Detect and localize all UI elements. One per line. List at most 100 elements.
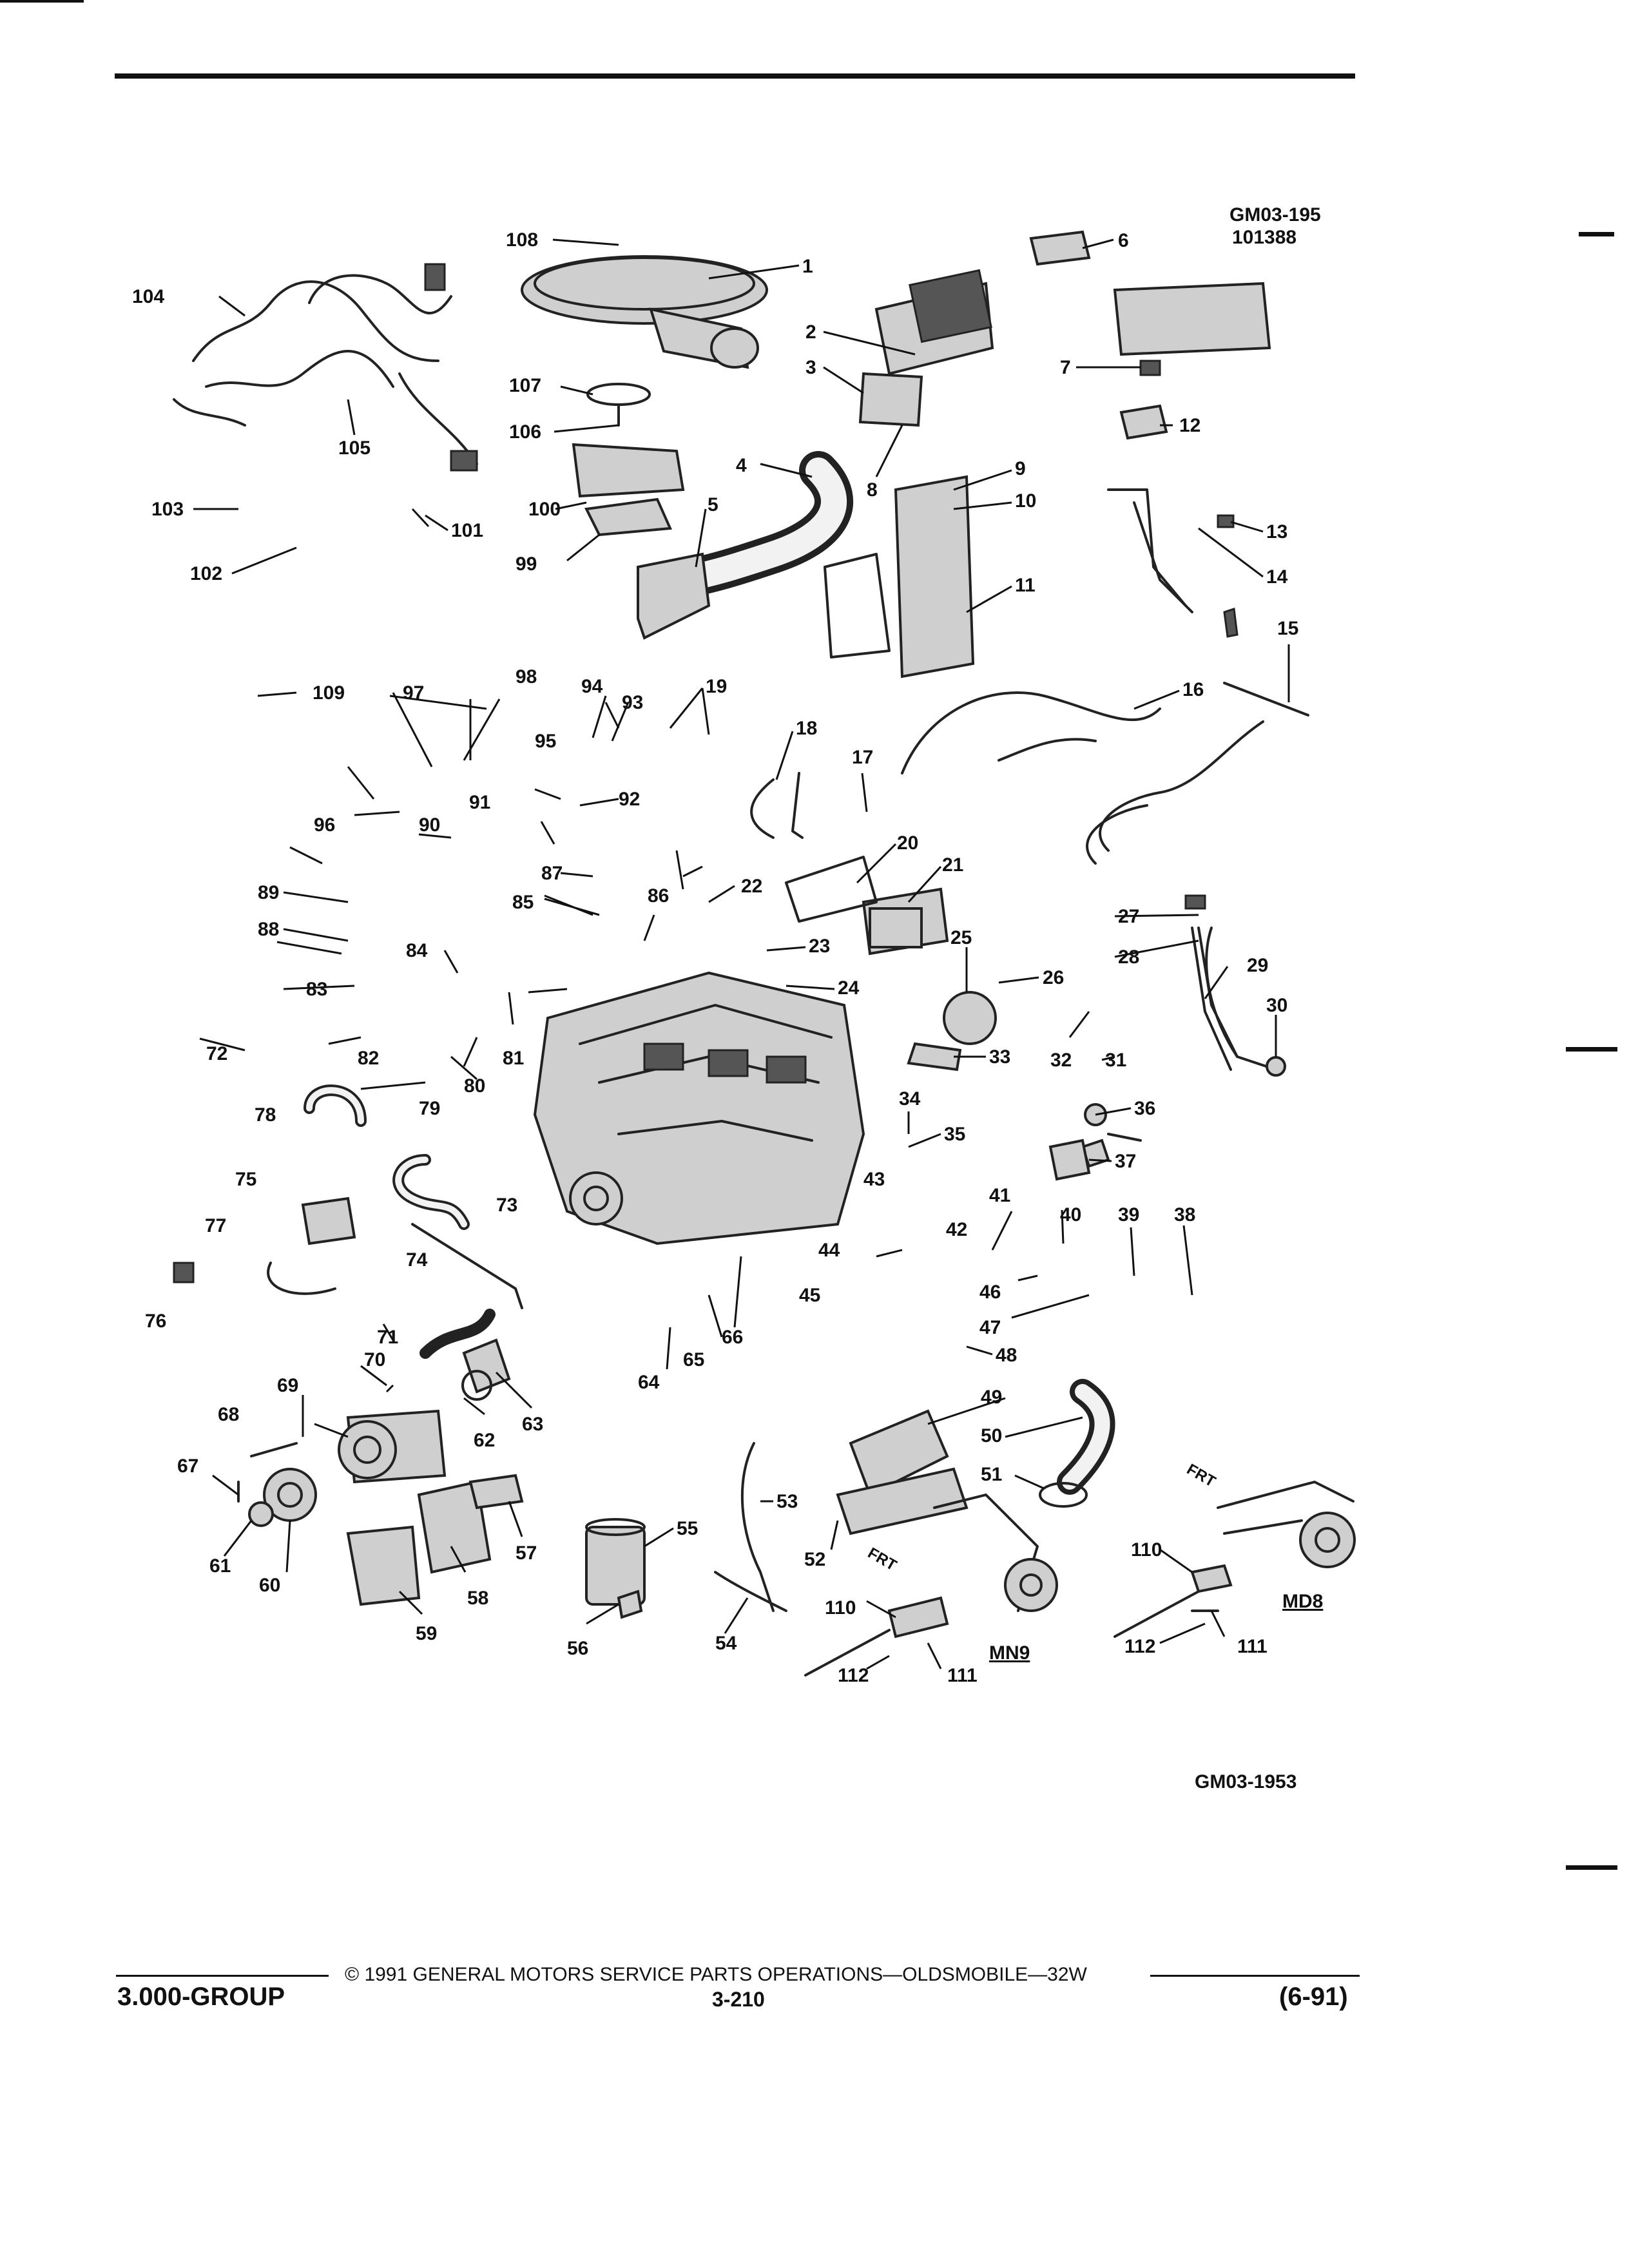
callout-108: 108 [506, 229, 538, 251]
callout-31: 31 [1105, 1050, 1126, 1071]
callout-30: 30 [1266, 995, 1287, 1016]
callout-32: 32 [1050, 1050, 1072, 1071]
callout-97: 97 [403, 682, 424, 704]
callout-98: 98 [516, 666, 537, 687]
callout-7: 7 [1060, 357, 1071, 378]
callout-79: 79 [419, 1098, 440, 1119]
callout-77: 77 [205, 1215, 226, 1236]
callout-112-mn9: 112 [838, 1665, 869, 1686]
callout-16: 16 [1182, 679, 1204, 700]
callout-72: 72 [206, 1043, 227, 1064]
wiring-harness [173, 263, 478, 472]
callout-101: 101 [451, 520, 483, 541]
callout-34: 34 [899, 1088, 921, 1110]
callout-45: 45 [799, 1285, 820, 1306]
variant-mn9-label: MN9 [989, 1642, 1030, 1664]
callout-38: 38 [1174, 1204, 1195, 1225]
callout-33: 33 [989, 1046, 1010, 1068]
callout-91: 91 [469, 792, 490, 813]
callout-112-md8: 112 [1124, 1636, 1155, 1657]
callout-81: 81 [503, 1048, 524, 1069]
pulley-and-bracket-group [237, 1442, 524, 1606]
callout-105: 105 [338, 437, 371, 459]
callout-104: 104 [132, 286, 164, 307]
callout-36: 36 [1134, 1098, 1155, 1119]
callout-64: 64 [638, 1372, 660, 1393]
callout-71: 71 [377, 1327, 398, 1348]
callout-5: 5 [708, 494, 718, 515]
callout-66: 66 [722, 1327, 743, 1348]
callout-17: 17 [852, 747, 873, 768]
callout-88: 88 [258, 919, 279, 940]
callout-46: 46 [979, 1282, 1001, 1303]
callout-21: 21 [942, 854, 963, 876]
egr-and-sensors [750, 772, 997, 1072]
header-rule [115, 73, 1355, 79]
callout-3: 3 [805, 357, 816, 378]
transmission-mn9 [804, 1409, 1058, 1677]
binding-mark-3 [1566, 1865, 1617, 1870]
callout-18: 18 [796, 718, 817, 739]
callout-70: 70 [364, 1349, 385, 1370]
callout-69: 69 [277, 1375, 298, 1396]
callout-84: 84 [406, 940, 428, 961]
callout-65: 65 [683, 1349, 704, 1370]
callout-75: 75 [235, 1169, 256, 1190]
callout-42: 42 [946, 1219, 967, 1240]
callout-109: 109 [313, 682, 345, 704]
callout-96: 96 [314, 814, 335, 836]
callout-44: 44 [818, 1240, 840, 1261]
callout-111-mn9: 111 [947, 1665, 978, 1686]
callout-29: 29 [1247, 955, 1268, 976]
callout-49: 49 [981, 1387, 1002, 1408]
callout-110-mn9: 110 [825, 1597, 856, 1619]
drawing-number-top: 101388 [1232, 227, 1296, 248]
callout-102: 102 [190, 563, 222, 584]
callout-15: 15 [1277, 618, 1298, 639]
binding-mark-2 [1566, 1047, 1617, 1052]
callout-22: 22 [741, 876, 762, 897]
drawing-id-block: GM03-195 101388 GM03-1953 [1195, 204, 1321, 1792]
callout-41: 41 [989, 1185, 1010, 1206]
callout-107: 107 [509, 375, 541, 396]
callout-26: 26 [1043, 967, 1064, 988]
callout-4: 4 [736, 455, 747, 476]
callout-28: 28 [1118, 947, 1139, 968]
callout-82: 82 [358, 1048, 379, 1069]
callout-76: 76 [145, 1311, 166, 1332]
callout-8: 8 [867, 479, 878, 501]
footer-date: (6-91) [1279, 1983, 1348, 2011]
callout-51: 51 [981, 1464, 1002, 1485]
callout-1: 1 [802, 256, 813, 277]
callout-35: 35 [944, 1124, 965, 1145]
callout-20: 20 [897, 832, 918, 854]
canister-and-lines [585, 1442, 787, 1619]
footer-rule-right [1150, 1975, 1360, 1977]
callout-numbers: 1 2 3 4 5 6 7 8 9 10 11 12 13 14 15 16 1… [132, 229, 1298, 1686]
leader-lines [193, 238, 1290, 1670]
air-intake-duct [637, 451, 853, 640]
footer-page-number: 3-210 [712, 1988, 765, 2011]
callout-89: 89 [258, 882, 279, 903]
callout-94: 94 [581, 676, 603, 697]
callout-53: 53 [776, 1491, 798, 1512]
callout-37: 37 [1115, 1151, 1136, 1172]
callout-10: 10 [1015, 490, 1036, 512]
callout-99: 99 [516, 553, 537, 575]
callout-59: 59 [416, 1623, 437, 1644]
front-arrow-mn9: FRT [865, 1544, 900, 1575]
callout-23: 23 [809, 936, 830, 957]
callout-25: 25 [950, 927, 972, 948]
callout-24: 24 [838, 977, 860, 999]
front-arrow-md8: FRT [1184, 1461, 1219, 1491]
callout-61: 61 [209, 1555, 231, 1577]
callout-47: 47 [979, 1317, 1001, 1338]
pedal-and-switch-cluster [1029, 230, 1271, 638]
callout-12: 12 [1179, 415, 1200, 436]
engine-block [533, 971, 865, 1245]
callout-106: 106 [509, 421, 541, 443]
callout-62: 62 [474, 1430, 495, 1451]
callout-9: 9 [1015, 458, 1026, 479]
